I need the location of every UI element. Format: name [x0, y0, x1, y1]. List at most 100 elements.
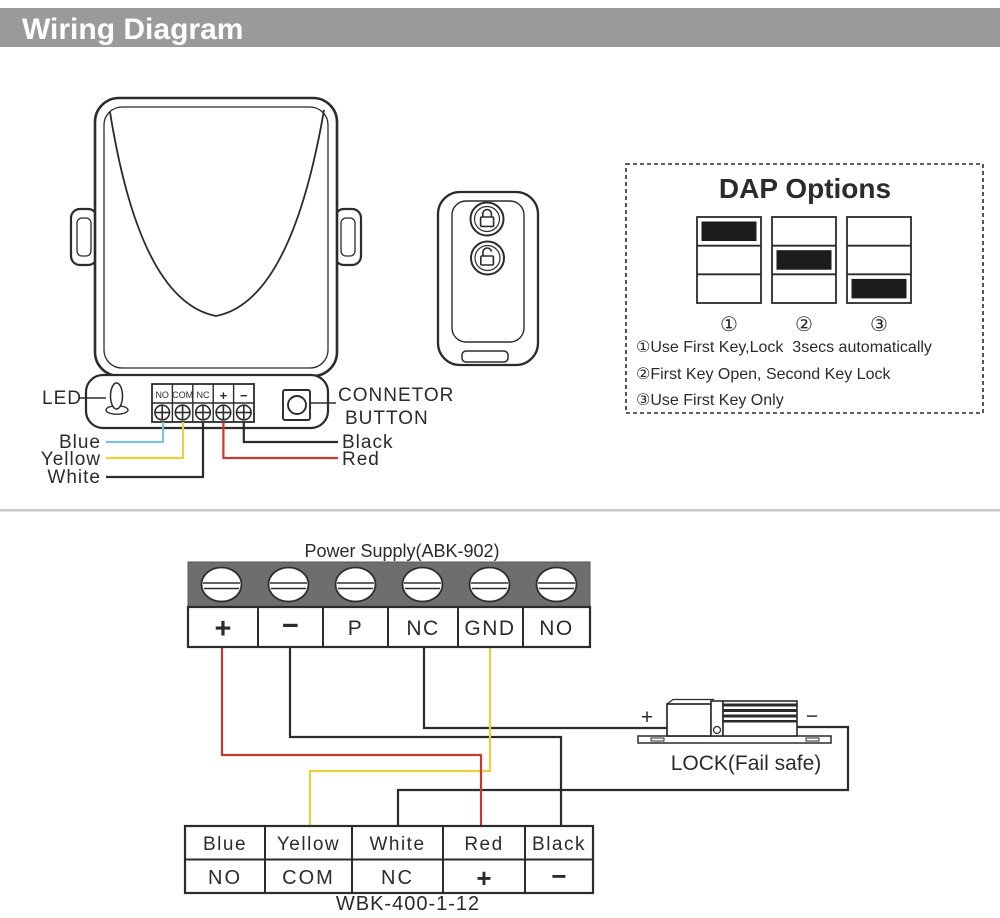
remote-body — [436, 190, 540, 367]
screw-head-icon — [267, 566, 310, 603]
wire-label-yellow: Yellow — [41, 449, 101, 470]
dap-options-box: DAP Options ① ② ③ ①Use First Key,Lock 3s… — [625, 163, 984, 414]
power-supply-terminal-labels: + − P NC GND NO — [215, 610, 573, 645]
screw-terminal-icon — [235, 404, 252, 421]
lock-open-icon — [479, 247, 495, 266]
receiver-terminal-labels: NO COM NC + − — [155, 388, 248, 403]
power-supply-screws — [200, 566, 578, 603]
lock-plate-slot — [650, 737, 665, 742]
bottom-wires — [220, 647, 850, 826]
screw-terminal-icon — [194, 404, 212, 421]
table-cell-nc: NC — [381, 867, 414, 889]
table-cell-com: COM — [282, 867, 335, 889]
lock-label: LOCK(Fail safe) — [671, 752, 822, 775]
screw-terminal-icon — [154, 404, 171, 421]
table-cell-no: NO — [208, 867, 242, 889]
lock-cylinder — [722, 700, 798, 737]
wire-yellow — [106, 422, 185, 460]
wire-plus-to-red — [220, 647, 483, 826]
dap-switch-1 — [696, 216, 762, 304]
screw-head-icon — [468, 566, 511, 603]
terminal-label-com: COM — [172, 390, 193, 400]
led-indicator — [79, 382, 129, 415]
connector-button-icon — [287, 395, 307, 415]
terminal-label-minus: − — [240, 388, 248, 403]
receiver-wires — [106, 422, 338, 479]
header-bar: Wiring Diagram — [0, 8, 1000, 47]
dap-option-2: ②First Key Open, Second Key Lock — [636, 366, 891, 383]
remote-lock-button — [469, 201, 505, 237]
receiver-terminal-screws — [154, 404, 252, 421]
receiver-body — [93, 96, 339, 378]
wire-gnd-to-yellow — [308, 647, 492, 826]
table-cell-plus: + — [476, 863, 491, 893]
dap-switch-3-slider — [851, 278, 907, 299]
mounting-ear-left — [69, 207, 99, 267]
wire-label-white: White — [47, 467, 101, 488]
terminal-label-plus: + — [220, 388, 228, 403]
wire-table-pin-row: NO COM NC + − — [208, 861, 567, 893]
lock-plate-slot — [805, 737, 820, 742]
screw-head-icon — [334, 566, 377, 603]
table-cell-black: Black — [532, 834, 586, 855]
power-supply: Power Supply(ABK-902) + − P NC GND NO — [186, 541, 592, 649]
wire-minus-to-black — [288, 647, 563, 826]
terminal-label-nc: NC — [197, 390, 210, 400]
wire-lock-to-white — [396, 725, 850, 826]
receiver-unit — [69, 96, 363, 430]
power-supply-terminal-row — [186, 605, 592, 649]
model-number: WBK-400-1-12 — [336, 893, 480, 915]
dap-switch-1-number: ① — [720, 312, 738, 336]
dap-switch-2 — [771, 216, 837, 304]
wire-table-color-row: Blue Yellow White Red Black — [203, 834, 586, 855]
table-cell-white: White — [369, 834, 425, 855]
ps-label-plus: + — [215, 613, 232, 645]
led-label: LED — [42, 388, 82, 409]
receiver-body-inner — [103, 106, 329, 369]
ps-label-nc: NC — [406, 617, 439, 640]
table-cell-yellow: Yellow — [277, 834, 340, 855]
lock-body-box — [666, 703, 712, 737]
remote-slot — [461, 350, 509, 363]
connector-button-label-1: CONNETOR — [338, 385, 454, 406]
screw-terminal-icon — [174, 404, 191, 421]
receiver-wire-labels: Blue Yellow White Black Red — [41, 432, 393, 488]
wire-label-red: Red — [342, 449, 380, 470]
dap-box-border — [625, 163, 984, 414]
receiver-cover-curve — [109, 109, 325, 317]
table-cell-red: Red — [464, 834, 503, 855]
remote-fob — [436, 190, 540, 367]
power-supply-title: Power Supply(ABK-902) — [304, 541, 499, 561]
wire-white — [106, 422, 205, 479]
lock-plus-label: + — [641, 706, 653, 729]
lock-closed-icon — [479, 208, 495, 228]
ps-label-p: P — [348, 617, 364, 640]
led-bulb-icon — [109, 382, 124, 410]
screw-head-icon — [200, 566, 243, 603]
remote-body-inner — [451, 200, 525, 343]
connector-button — [282, 389, 336, 421]
screw-head-icon — [535, 566, 578, 603]
lock-screw-icon — [712, 725, 722, 735]
wire-blue — [106, 422, 165, 444]
page-title: Wiring Diagram — [22, 13, 243, 46]
header-bar-bg — [0, 8, 1000, 47]
mounting-ear-right — [333, 207, 363, 267]
dap-switch-3 — [846, 216, 912, 304]
table-cell-minus: − — [551, 861, 566, 891]
lock-cylinder-stripes — [723, 703, 797, 723]
wire-label-black: Black — [342, 432, 393, 453]
table-cell-blue: Blue — [203, 834, 247, 855]
wire-nc-to-lock — [422, 647, 668, 730]
dap-option-3: ③Use First Key Only — [636, 392, 784, 409]
wire-black — [242, 422, 338, 444]
lock-device — [637, 698, 832, 744]
dap-title: DAP Options — [719, 173, 891, 204]
dap-switch-1-slider — [701, 221, 757, 241]
wire-red — [222, 422, 338, 460]
wire-table: Blue Yellow White Red Black NO COM NC + … — [183, 824, 595, 915]
dap-option-1: ①Use First Key,Lock 3secs automatically — [636, 339, 932, 356]
remote-unlock-button — [470, 240, 505, 276]
